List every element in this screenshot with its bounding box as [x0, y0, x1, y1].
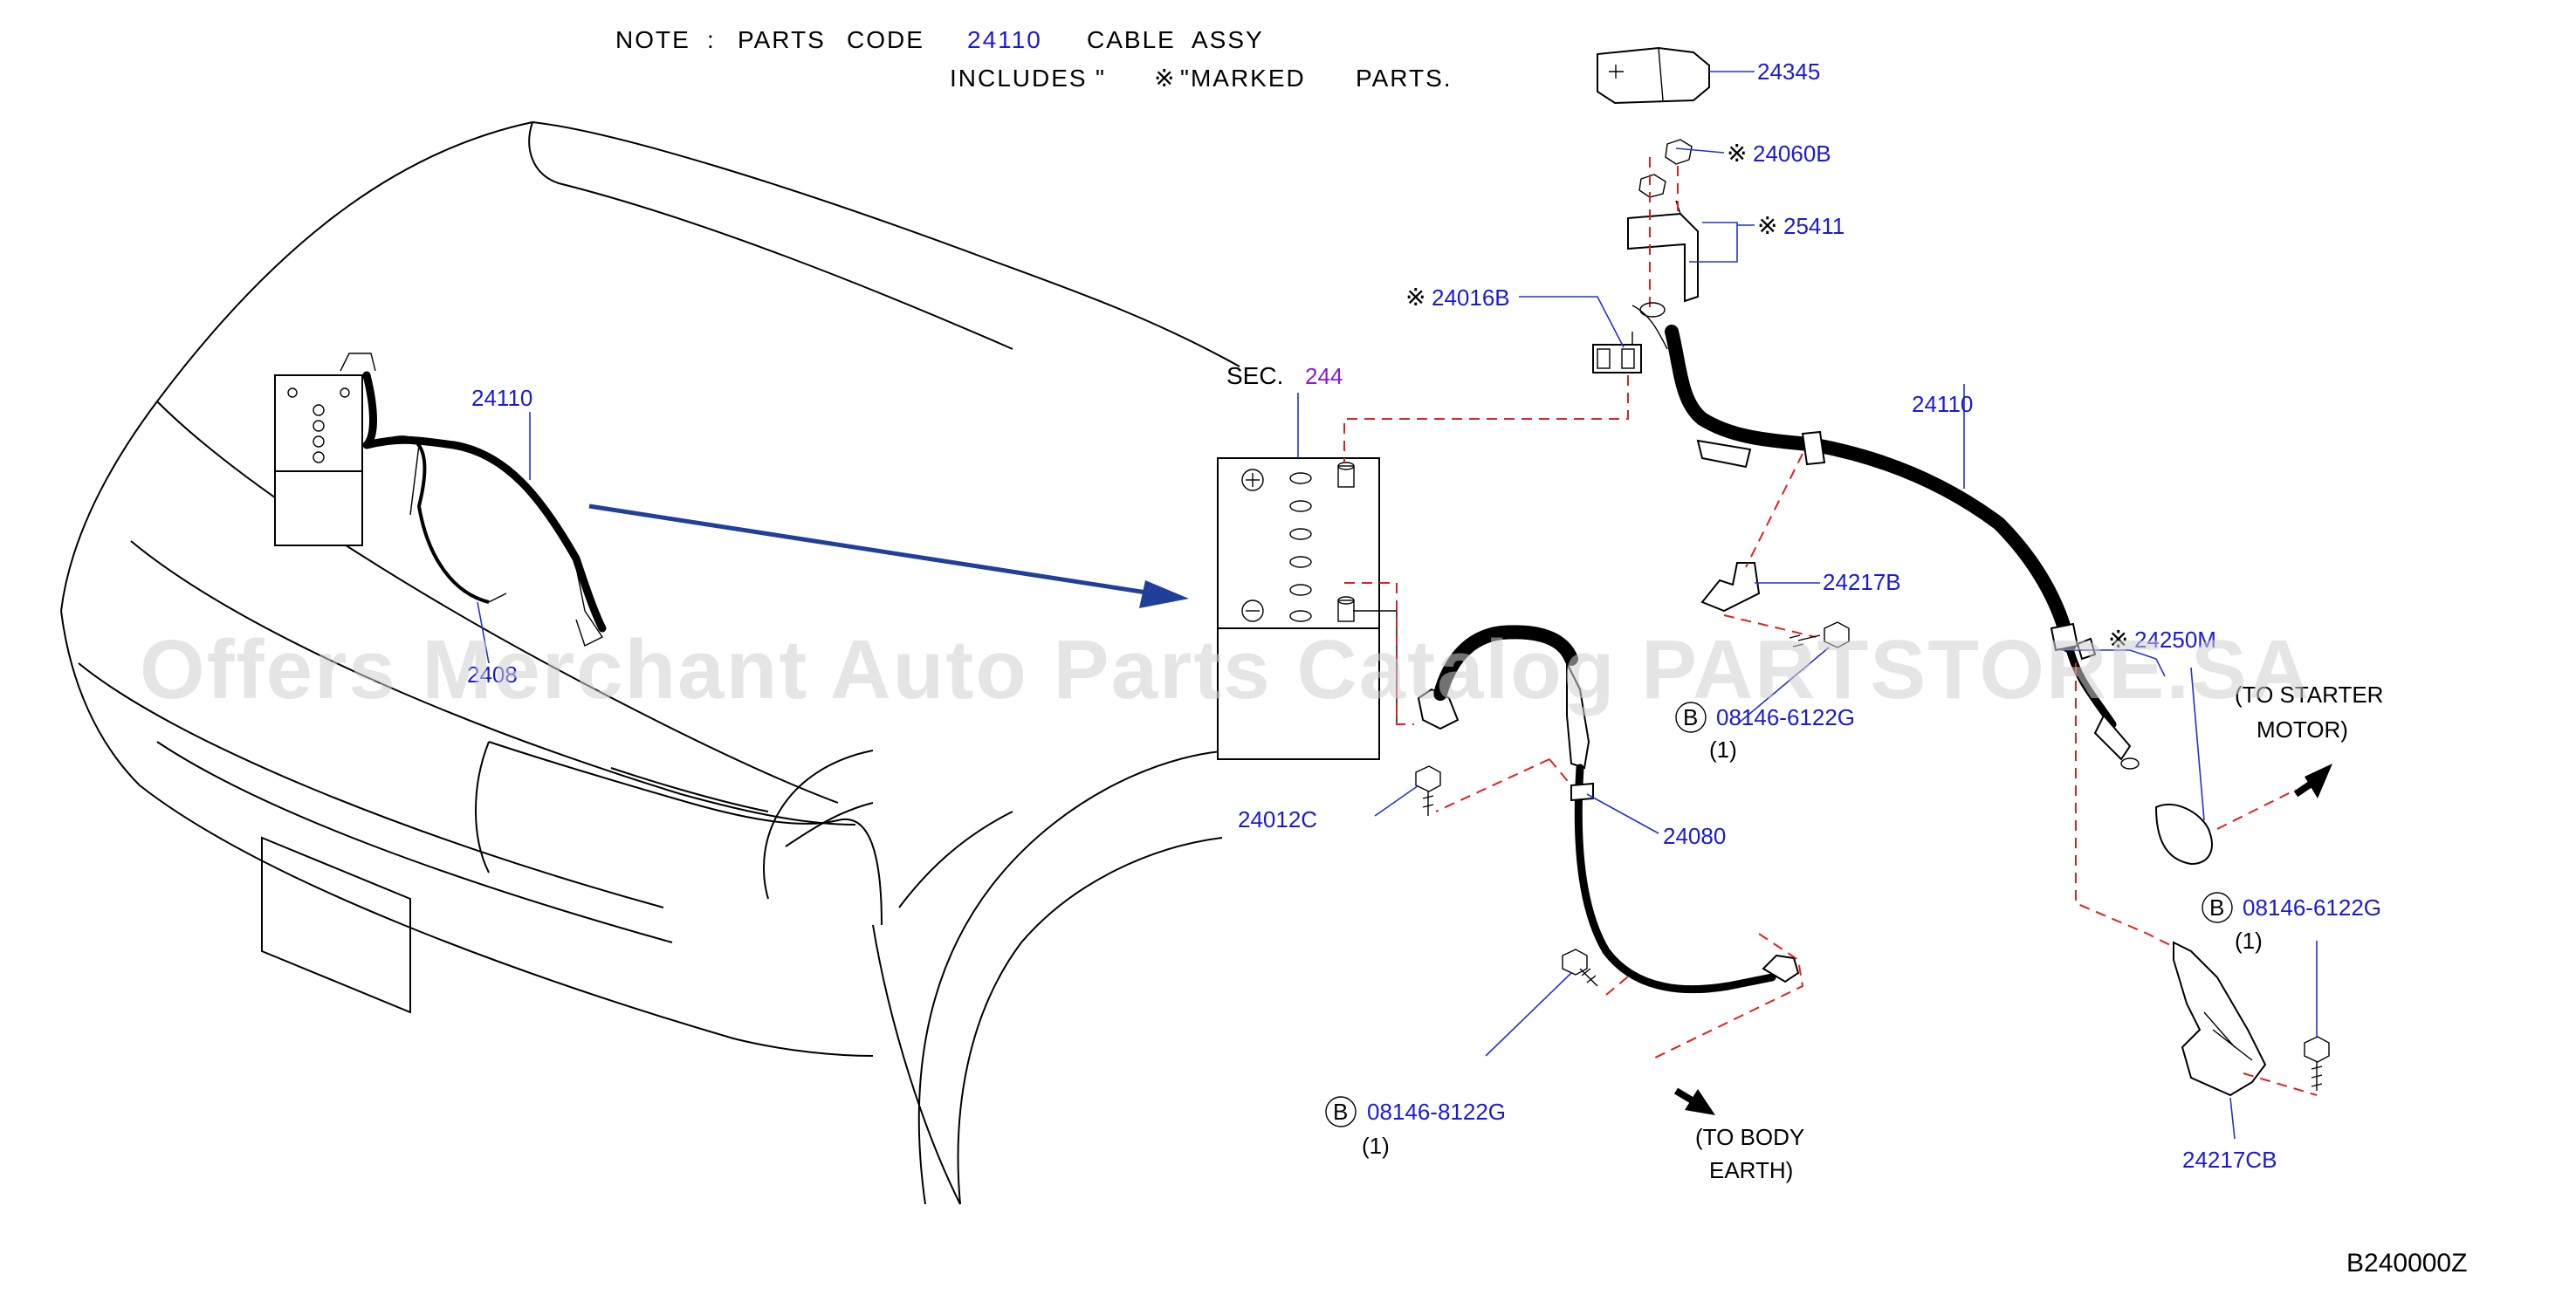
to-starter-line1: (TO STARTER — [2235, 682, 2383, 708]
note-word: PARTS — [738, 26, 826, 53]
part-number: 24217CB — [2182, 1147, 2277, 1173]
note-word: CODE — [847, 26, 924, 53]
circle-b-badge — [2202, 892, 2233, 923]
note-word: "MARKED — [1180, 65, 1306, 92]
note-quote: " — [1096, 65, 1106, 92]
battery — [1217, 393, 1380, 760]
mark-symbol: ※ — [1757, 212, 1777, 239]
watermark: Offers Merchant Auto Parts Catalog PARTS… — [140, 623, 2311, 716]
part-number: 24080 — [1663, 823, 1726, 849]
bolt-part-number: 08146-6122G — [2243, 894, 2381, 921]
note-word: NOTE — [615, 26, 690, 53]
bolt-quantity: (1) — [2235, 928, 2263, 954]
terminal-cover — [1597, 46, 1755, 105]
part-number: 25411 — [1783, 213, 1844, 239]
mark-symbol: ※ — [1727, 140, 1747, 167]
terminal-clamp — [1343, 296, 1642, 462]
circle-letter: B — [1683, 704, 1698, 730]
bolt-part-number: 08146-8122G — [1367, 1099, 1506, 1125]
circle-b-badge — [1325, 1096, 1357, 1127]
mark-symbol: ※ — [1154, 65, 1176, 92]
part-number: 2408 — [467, 661, 518, 688]
mark-symbol: ※ — [1405, 284, 1425, 311]
note-word: INCLUDES — [950, 65, 1088, 92]
inset-battery-assembly — [274, 353, 607, 664]
part-number: 24217B — [1823, 569, 1901, 595]
note-word: CABLE — [1087, 26, 1176, 53]
terminal-bracket — [1627, 139, 1755, 310]
positive-cable — [1631, 302, 2140, 770]
part-number: 24060B — [1753, 140, 1831, 167]
note-header: NOTE : PARTS CODE 24110 CABLE ASSY INCLU… — [615, 26, 1453, 92]
bracket-24217CB — [2173, 941, 2330, 1140]
sec-label: SEC. — [1226, 362, 1283, 389]
bracket-24217B — [1700, 453, 1850, 725]
part-number: 24016B — [1432, 284, 1510, 311]
part-number: 24110 — [1912, 391, 1973, 417]
to-starter-line2: MOTOR) — [2257, 716, 2348, 743]
circle-letter: B — [2209, 894, 2224, 921]
mark-symbol: ※ — [2108, 626, 2128, 653]
note-part-code: 24110 — [967, 26, 1042, 53]
bolt-part-number: 08146-6122G — [1716, 704, 1855, 730]
part-labels: 24345 ※ 24060B ※ 25411 ※ 24016B 24110 24… — [467, 58, 2467, 1278]
note-word: ASSY — [1192, 26, 1264, 53]
starter-boot — [2060, 637, 2332, 948]
bolt-quantity: (1) — [1709, 737, 1737, 763]
circle-letter: B — [1333, 1099, 1348, 1125]
note-colon: : — [707, 26, 716, 53]
part-number: 24110 — [471, 385, 532, 411]
bolt-quantity: (1) — [1362, 1133, 1390, 1159]
to-body-line1: (TO BODY — [1695, 1124, 1804, 1150]
circle-b-badge — [1675, 702, 1707, 733]
sec-code: 244 — [1305, 363, 1343, 389]
diagram-code: B240000Z — [2346, 1249, 2467, 1278]
part-number: 24250M — [2134, 627, 2216, 653]
part-number: 24345 — [1757, 58, 1820, 85]
part-number: 24012C — [1238, 806, 1317, 832]
to-body-line2: EARTH) — [1709, 1157, 1793, 1183]
negative-cable — [1344, 582, 1804, 1115]
vehicle-outline — [60, 121, 1240, 1205]
note-word: PARTS. — [1356, 65, 1453, 92]
zoom-arrow — [588, 504, 1189, 608]
